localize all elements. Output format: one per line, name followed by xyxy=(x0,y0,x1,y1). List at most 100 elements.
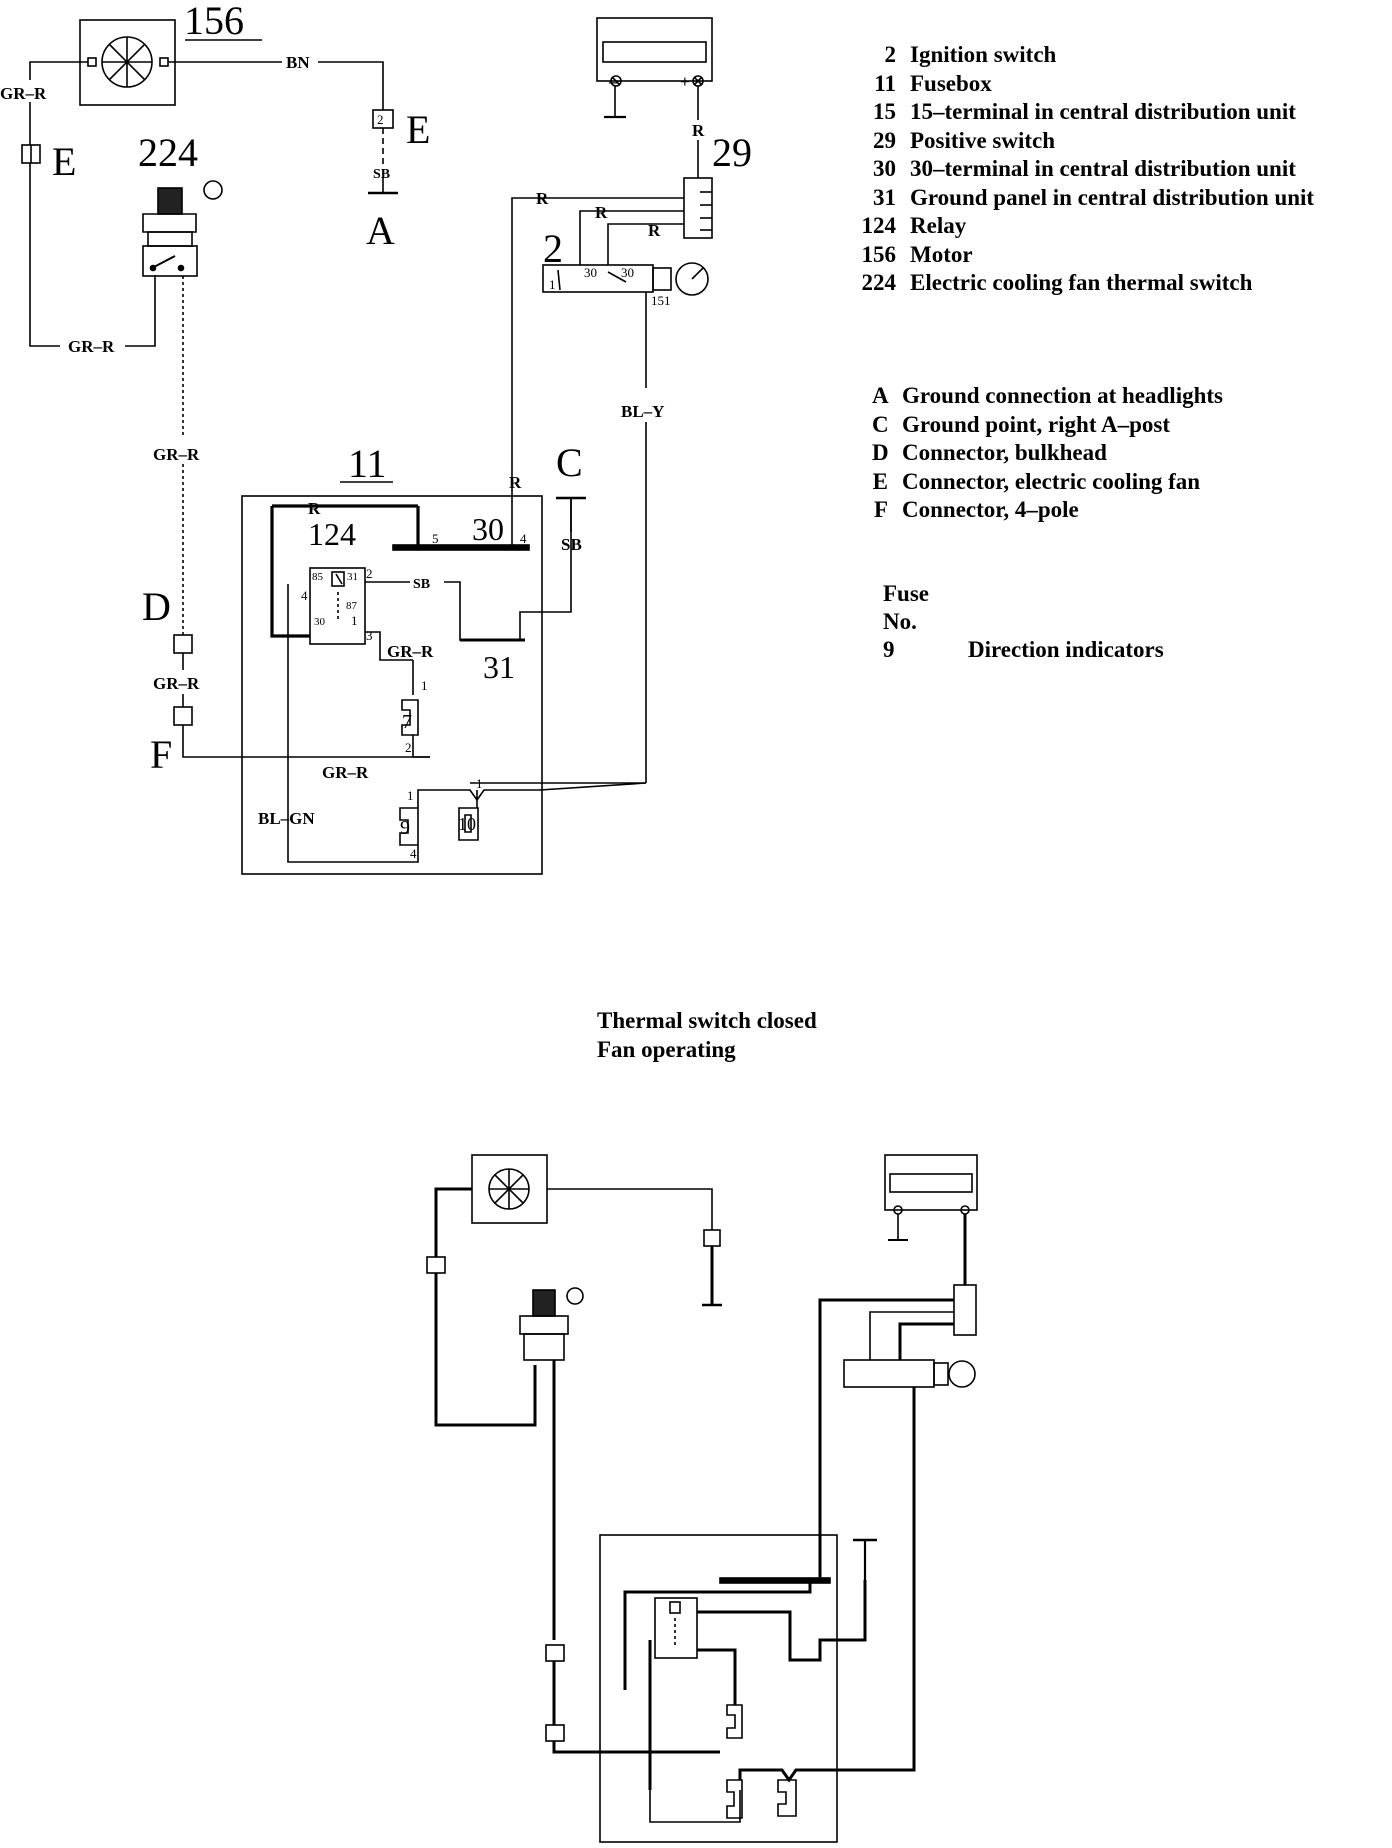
connector-e-box: 2 xyxy=(377,112,384,127)
connector-d: D xyxy=(142,584,171,629)
caption-line-2: Fan operating xyxy=(597,1037,736,1062)
legend-item-key: 30 xyxy=(873,156,896,181)
fuse-table: Fuse No. 9 Direction indicators xyxy=(883,580,1164,664)
fuse-9 xyxy=(399,807,419,846)
fuse-heading-1: Fuse xyxy=(883,581,929,606)
pin-5: 5 xyxy=(432,531,439,546)
legend-item-row: 29 Positive switch xyxy=(852,127,1314,156)
label-thermal-switch: 224 xyxy=(138,130,198,175)
connector-legend-item-key: C xyxy=(872,411,889,437)
legend-item-row: 15 15–terminal in central distribution un… xyxy=(852,98,1314,127)
wire-sb-a: SB xyxy=(373,167,390,182)
legend-item-text: Electric cooling fan thermal switch xyxy=(910,270,1253,295)
connector-legend-item-key: A xyxy=(872,383,889,408)
pin-4: 4 xyxy=(520,531,527,546)
label-positive-switch: 29 xyxy=(712,130,752,175)
ignition-switch-2 xyxy=(542,262,709,296)
wire-sb-relay: SB xyxy=(413,577,430,592)
legend-item-key: 2 xyxy=(884,42,897,67)
wire-gr-r-d: GR–R xyxy=(153,674,200,693)
fuse-9-pin-1: 1 xyxy=(407,788,414,803)
connector-legend-item-key: D xyxy=(872,440,889,465)
legend-item-text: Ground panel in central distribution uni… xyxy=(910,184,1315,210)
legend-item-key: 31 xyxy=(873,184,896,210)
operating-diagram xyxy=(426,1154,978,1843)
fuse-7-pin-1: 1 xyxy=(421,678,428,693)
label-ground-panel: 31 xyxy=(483,649,515,685)
wire-r-battery: R xyxy=(692,121,705,140)
battery-plus: + xyxy=(680,72,690,91)
connector-a: A xyxy=(366,208,395,253)
connector-c: C xyxy=(556,440,583,485)
wire-r-relay: R xyxy=(308,499,321,518)
fuse-description: Direction indicators xyxy=(968,637,1164,662)
legend-item-row: 2 Ignition switch xyxy=(852,41,1314,70)
connector-e-right: E xyxy=(406,107,430,152)
relay-pin-87: 87 xyxy=(346,600,358,612)
connector-legend-item-row: A Ground connection at headlights xyxy=(872,382,1223,411)
connector-legend-item-key: F xyxy=(873,497,888,522)
legend-item-row: 31 Ground panel in central distribution u… xyxy=(852,184,1314,213)
wire-r-29a: R xyxy=(595,203,608,222)
component-legend: 2 Ignition switch 11 Fusebox 15 15–terminal i… xyxy=(852,41,1315,298)
label-fusebox: 11 xyxy=(348,441,387,486)
fuse-7 xyxy=(401,699,419,736)
wire-r-long: R xyxy=(536,189,549,208)
label-motor: 156 xyxy=(184,0,244,43)
legend-item-row: 30 30–terminal in central distribution un… xyxy=(852,155,1314,184)
connector-legend-item-text: Connector, electric cooling fan xyxy=(902,468,1201,494)
pin-151: 151 xyxy=(651,293,671,308)
connector-legend-item-key: E xyxy=(872,468,888,494)
connector-legend-item-text: Ground point, right A–post xyxy=(902,411,1170,437)
fuse-9-label: 9 xyxy=(400,817,410,839)
fuse-10 xyxy=(458,807,479,841)
fuse-row: 9 Direction indicators xyxy=(883,636,1164,664)
wire-bl-y: BL–Y xyxy=(621,402,664,421)
wire-gr-r-mid: GR–R xyxy=(153,445,200,464)
fuse-heading-2: No. xyxy=(883,609,917,634)
legend-item-key: 11 xyxy=(874,70,896,96)
motor-156 xyxy=(79,19,176,106)
connector-legend-item-row: C Ground point, right A–post xyxy=(872,411,1223,440)
wire-gr-r-bottom: GR–R xyxy=(322,763,369,782)
connector-f: F xyxy=(150,732,172,777)
relay-pin-85: 85 xyxy=(312,571,324,583)
wire-gr-r-fuse: GR–R xyxy=(387,642,434,661)
wire-gr-r-top: GR–R xyxy=(0,84,47,103)
wire-sb-c: SB xyxy=(561,535,582,554)
fuse-number: 9 xyxy=(883,637,895,662)
pin-30b: 30 xyxy=(621,265,634,280)
relay-124 xyxy=(309,567,366,645)
legend-item-key: 15 xyxy=(873,99,896,124)
legend-item-key: 156 xyxy=(861,241,897,267)
wire-r-down: R xyxy=(509,473,522,492)
legend-item-key: 124 xyxy=(861,213,897,238)
legend-item-text: Ignition switch xyxy=(910,42,1057,67)
fuse-10-pin-1: 1 xyxy=(476,776,483,791)
fuse-10-label: 10 xyxy=(458,814,476,834)
legend-item-key: 29 xyxy=(873,127,896,153)
connector-legend-item-text: Ground connection at headlights xyxy=(902,383,1223,408)
pin-1: 1 xyxy=(549,277,556,292)
wire-bl-gn: BL–GN xyxy=(258,809,315,828)
legend-item-text: 30–terminal in central distribution unit xyxy=(910,156,1296,181)
positive-switch-29 xyxy=(683,177,713,239)
caption-line-1: Thermal switch closed xyxy=(597,1008,817,1033)
battery xyxy=(596,17,713,87)
relay-pin-31: 31 xyxy=(347,571,358,583)
legend-item-text: 15–terminal in central distribution unit xyxy=(910,99,1296,124)
connector-legend-item-row: E Connector, electric cooling fan xyxy=(872,468,1223,497)
diagram-caption: Thermal switch closed Fan operating xyxy=(597,1006,817,1064)
label-relay: 124 xyxy=(308,516,356,552)
relay-pin-4: 4 xyxy=(301,588,308,603)
legend-item-text: Fusebox xyxy=(910,70,992,96)
fuse-7-pin-2: 2 xyxy=(405,740,412,755)
legend-item-text: Positive switch xyxy=(910,127,1056,153)
